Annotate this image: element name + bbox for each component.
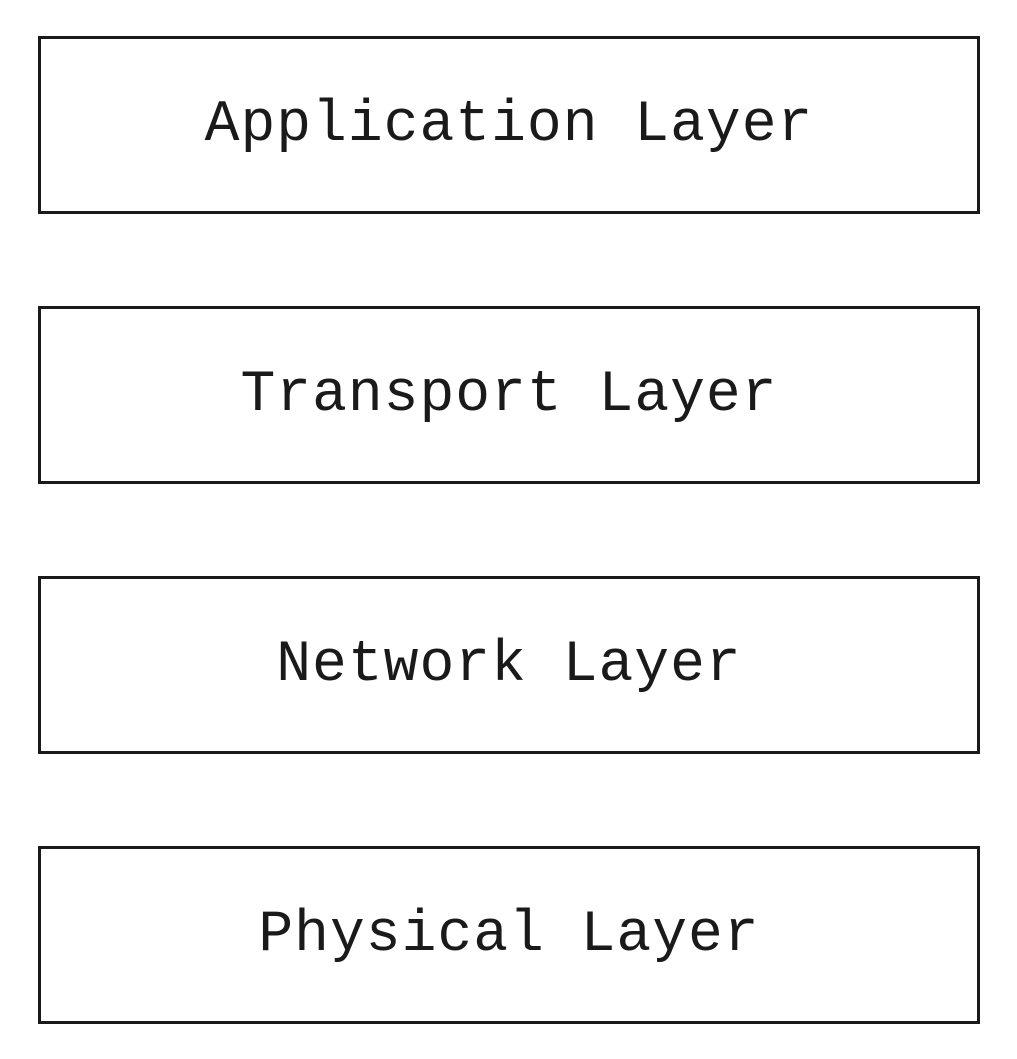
transport-layer-box: Transport Layer (38, 306, 980, 484)
physical-layer-label: Physical Layer (258, 902, 760, 968)
application-layer-label: Application Layer (204, 92, 814, 158)
physical-layer-box: Physical Layer (38, 846, 980, 1024)
network-layer-box: Network Layer (38, 576, 980, 754)
transport-layer-label: Transport Layer (240, 362, 778, 428)
application-layer-box: Application Layer (38, 36, 980, 214)
network-layer-label: Network Layer (276, 632, 742, 698)
